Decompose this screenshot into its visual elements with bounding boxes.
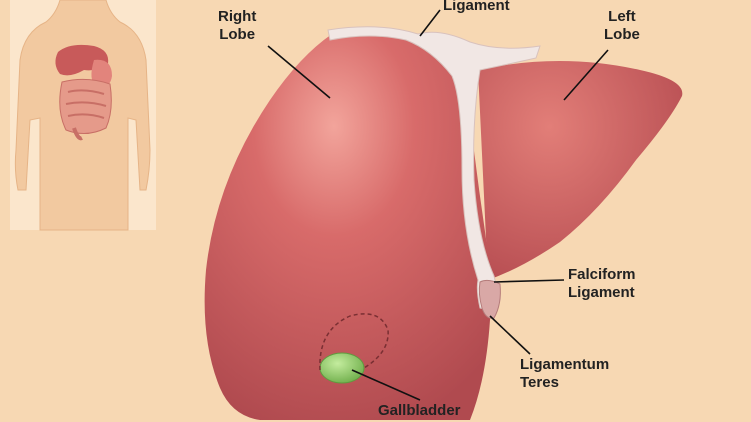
left-lobe-leader [563, 49, 609, 101]
label-falciform-line1: Falciform [568, 266, 636, 283]
label-falciform-ligament: Falciform Ligament [568, 266, 636, 302]
right-lobe-leader [267, 45, 331, 99]
gallbladder-leader [351, 369, 421, 401]
label-left-lobe-line2: Lobe [604, 26, 640, 43]
body-inset [10, 0, 156, 231]
label-ligamentum-teres: Ligamentum Teres [520, 356, 609, 392]
mini-intestines [59, 78, 112, 134]
teres-leader [489, 315, 531, 355]
ligament-leader [419, 9, 441, 37]
label-left-lobe-line1: Left [608, 8, 636, 25]
label-right-lobe-line1: Right [218, 8, 257, 25]
liver [204, 26, 683, 420]
falciform-ligament-band [327, 26, 541, 310]
falciform-leader [493, 279, 565, 283]
label-right-lobe: Right Lobe [218, 8, 256, 44]
left-lobe-shape [478, 61, 683, 280]
label-gallbladder: Gallbladder [378, 402, 461, 419]
right-lobe-shape [204, 28, 492, 420]
label-teres-line2: Teres [520, 374, 559, 391]
label-teres-line1: Ligamentum [520, 356, 610, 373]
label-falciform-line2: Ligament [568, 284, 635, 301]
leader-lines [267, 9, 609, 401]
label-left-lobe: Left Lobe [604, 8, 640, 44]
label-right-lobe-line2: Lobe [219, 26, 256, 43]
gallbladder-shape [319, 352, 365, 384]
label-ligament-top: Ligament [443, 0, 510, 14]
ligamentum-teres-shape [478, 279, 501, 319]
